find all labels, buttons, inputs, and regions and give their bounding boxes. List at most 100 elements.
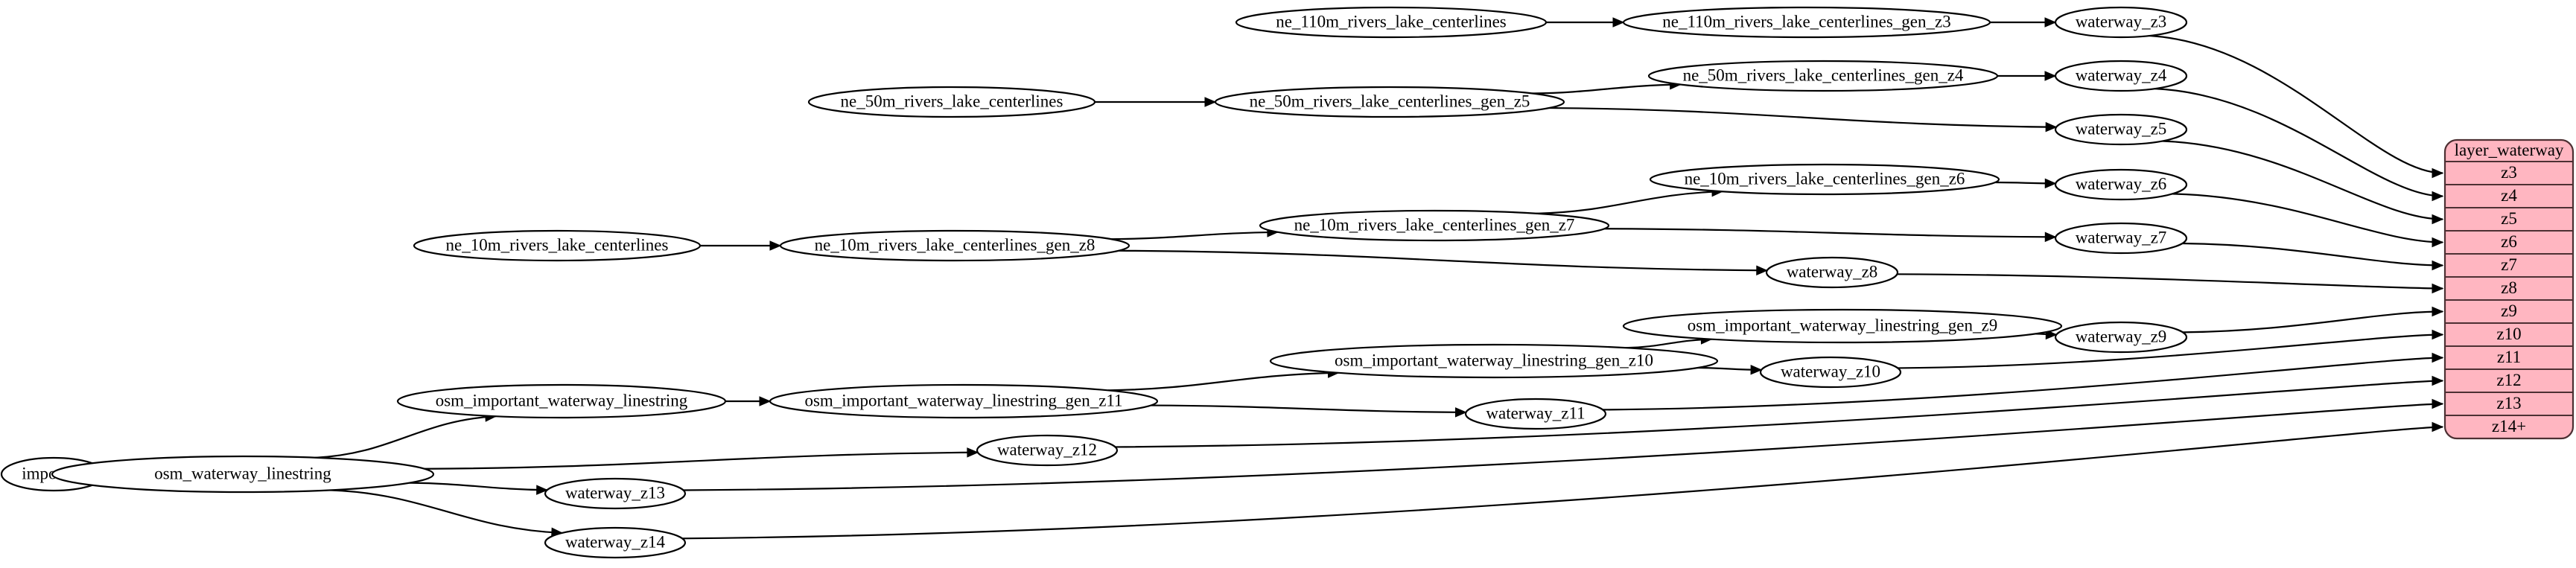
edge-arrowhead: [2432, 283, 2444, 294]
graph-node-ne_10m_rivers_lake_centerlines_gen_z6[interactable]: ne_10m_rivers_lake_centerlines_gen_z6: [1649, 163, 2000, 196]
node-shape-waterway_z6: [2054, 168, 2188, 201]
layer-waterway-row-label-z7: z7: [2501, 255, 2517, 274]
edge-osm_important_waterway_linestring_gen_z10-to-osm_important_waterway_linestring_gen_z9: [1625, 338, 1712, 349]
edge-arrowhead: [2432, 398, 2444, 409]
node-label-ne_10m_rivers_lake_centerlines_gen_z8: ne_10m_rivers_lake_centerlines_gen_z8: [815, 235, 1095, 254]
graph-node-osm_important_waterway_linestring[interactable]: osm_important_waterway_linestring: [396, 383, 727, 419]
edge-arrowhead: [2432, 214, 2444, 225]
node-shape-waterway_z5: [2054, 113, 2188, 146]
edge-osm_waterway_linestring-to-waterway_z13: [409, 482, 547, 491]
node-label-waterway_z9: waterway_z9: [2076, 327, 2167, 345]
graph-node-waterway_z5[interactable]: waterway_z5: [2054, 113, 2188, 146]
edge-arrowhead: [536, 485, 548, 495]
graph-node-waterway_z14[interactable]: waterway_z14: [544, 526, 687, 559]
graph-node-waterway_z11[interactable]: waterway_z11: [1464, 398, 1607, 430]
graph-node-waterway_z13[interactable]: waterway_z13: [544, 477, 687, 510]
layer-waterway-row-label-z4: z4: [2501, 186, 2517, 205]
graph-node-ne_10m_rivers_lake_centerlines_gen_z7[interactable]: ne_10m_rivers_lake_centerlines_gen_z7: [1259, 209, 1610, 242]
node-label-waterway_z3: waterway_z3: [2076, 12, 2167, 31]
node-shape-ne_50m_rivers_lake_centerlines: [807, 86, 1096, 118]
node-shape-waterway_z7: [2054, 222, 2188, 255]
node-label-osm_important_waterway_linestring_gen_z11: osm_important_waterway_linestring_gen_z1…: [804, 391, 1122, 409]
node-shape-waterway_z13: [544, 477, 687, 510]
node-label-ne_10m_rivers_lake_centerlines_gen_z7: ne_10m_rivers_lake_centerlines_gen_z7: [1294, 215, 1575, 234]
edge-waterway_z13-to-layer_waterway_z13: [683, 403, 2443, 491]
graph-node-osm_important_waterway_linestring_gen_z9[interactable]: osm_important_waterway_linestring_gen_z9: [1622, 308, 2063, 344]
graph-node-waterway_z12[interactable]: waterway_z12: [976, 434, 1119, 467]
edge-arrowhead: [967, 447, 979, 458]
graph-node-ne_110m_rivers_lake_centerlines_gen_z3[interactable]: ne_110m_rivers_lake_centerlines_gen_z3: [1622, 6, 1991, 39]
edge-waterway_z9-to-layer_waterway_z9: [2183, 310, 2443, 334]
node-shape-waterway_z10: [1759, 356, 1902, 389]
node-layer: imposm3osm_waterway_linestringosm_import…: [0, 6, 2188, 559]
layer-waterway-cells: layer_waterwayz3z4z5z6z7z8z9z10z11z12z13…: [2445, 140, 2573, 438]
edge-arrowhead: [2432, 260, 2444, 271]
edge-arrowhead: [1756, 265, 1769, 275]
edge-osm_waterway_linestring-to-waterway_z14: [329, 489, 562, 535]
node-label-waterway_z8: waterway_z8: [1787, 262, 1878, 281]
node-shape-ne_110m_rivers_lake_centerlines_gen_z3: [1622, 6, 1991, 39]
graph-node-waterway_z9[interactable]: waterway_z9: [2054, 321, 2188, 354]
layer-waterway-row-label-z14plus: z14+: [2492, 417, 2526, 435]
edge-ne_50m_rivers_lake_centerlines_gen_z5-to-waterway_z5: [1549, 106, 2057, 128]
layer-waterway-row-label-z6: z6: [2501, 232, 2517, 251]
node-label-waterway_z14: waterway_z14: [565, 532, 666, 551]
edge-layer: [1, 17, 2444, 540]
node-label-waterway_z6: waterway_z6: [2076, 174, 2167, 193]
edge-arrowhead: [2432, 237, 2444, 248]
layer-waterway-outline: [2443, 138, 2575, 440]
node-label-ne_50m_rivers_lake_centerlines_gen_z4: ne_50m_rivers_lake_centerlines_gen_z4: [1683, 66, 1964, 84]
graph-node-waterway_z4[interactable]: waterway_z4: [2054, 60, 2188, 92]
node-label-waterway_z5: waterway_z5: [2076, 119, 2167, 138]
edge-ne_50m_rivers_lake_centerlines_gen_z5-to-ne_50m_rivers_lake_centerlines_gen_z4: [1532, 83, 1681, 95]
layer-waterway-row-label-z13: z13: [2496, 394, 2521, 412]
graph-node-waterway_z10[interactable]: waterway_z10: [1759, 356, 1902, 389]
node-shape-waterway_z8: [1765, 256, 1899, 289]
edge-arrowhead: [2432, 421, 2444, 433]
graph-node-osm_important_waterway_linestring_gen_z10[interactable]: osm_important_waterway_linestring_gen_z1…: [1269, 343, 1719, 379]
graph-node-ne_10m_rivers_lake_centerlines_gen_z8[interactable]: ne_10m_rivers_lake_centerlines_gen_z8: [779, 229, 1130, 262]
graph-node-osm_important_waterway_linestring_gen_z11[interactable]: osm_important_waterway_linestring_gen_z1…: [769, 383, 1159, 419]
graph-node-waterway_z7[interactable]: waterway_z7: [2054, 222, 2188, 255]
graph-node-ne_50m_rivers_lake_centerlines_gen_z5[interactable]: ne_50m_rivers_lake_centerlines_gen_z5: [1214, 86, 1565, 118]
layer-waterway-row-label-z10: z10: [2496, 325, 2521, 343]
graph-node-waterway_z8[interactable]: waterway_z8: [1765, 256, 1899, 289]
graph-node-ne_50m_rivers_lake_centerlines_gen_z4[interactable]: ne_50m_rivers_lake_centerlines_gen_z4: [1647, 60, 1999, 92]
node-label-waterway_z4: waterway_z4: [2076, 66, 2167, 84]
edge-waterway_z12-to-layer_waterway_z12: [1115, 380, 2443, 448]
node-shape-osm_important_waterway_linestring_gen_z10: [1269, 343, 1719, 379]
node-label-ne_110m_rivers_lake_centerlines: ne_110m_rivers_lake_centerlines: [1276, 12, 1507, 31]
layer-waterway-row-label-z8: z8: [2501, 278, 2517, 297]
graph-node-waterway_z6[interactable]: waterway_z6: [2054, 168, 2188, 201]
node-shape-waterway_z14: [544, 526, 687, 559]
edge-waterway_z4-to-layer_waterway_z4: [2154, 87, 2443, 197]
layer-waterway-row-z5[interactable]: [2445, 207, 2573, 232]
graph-node-ne_50m_rivers_lake_centerlines[interactable]: ne_50m_rivers_lake_centerlines: [807, 86, 1096, 118]
edge-ne_10m_rivers_lake_centerlines_gen_z7-to-waterway_z7: [1604, 228, 2056, 238]
layer-waterway-row-label-z5: z5: [2501, 209, 2517, 228]
node-label-waterway_z7: waterway_z7: [2076, 228, 2167, 246]
node-shape-waterway_z12: [976, 434, 1119, 467]
edge-arrowhead: [2432, 191, 2444, 202]
edge-ne_10m_rivers_lake_centerlines_gen_z8-to-waterway_z8: [1119, 249, 1767, 272]
node-shape-ne_50m_rivers_lake_centerlines_gen_z5: [1214, 86, 1565, 118]
graph-node-ne_10m_rivers_lake_centerlines[interactable]: ne_10m_rivers_lake_centerlines: [413, 229, 702, 262]
layer-waterway-row-label-z12: z12: [2496, 371, 2521, 389]
node-shape-ne_10m_rivers_lake_centerlines_gen_z7: [1259, 209, 1610, 242]
layer-waterway-row-z7[interactable]: [2445, 253, 2573, 278]
node-label-ne_110m_rivers_lake_centerlines_gen_z3: ne_110m_rivers_lake_centerlines_gen_z3: [1662, 12, 1950, 31]
node-shape-waterway_z11: [1464, 398, 1607, 430]
edge-arrowhead: [2432, 167, 2444, 179]
edge-arrowhead: [2044, 17, 2057, 28]
edge-waterway_z14-to-layer_waterway_z14_: [682, 426, 2443, 540]
node-shape-waterway_z4: [2054, 60, 2188, 92]
graph-node-ne_110m_rivers_lake_centerlines[interactable]: ne_110m_rivers_lake_centerlines: [1235, 6, 1548, 39]
layer-waterway-row-z14plus[interactable]: [2445, 415, 2573, 438]
graph-node-osm_waterway_linestring[interactable]: osm_waterway_linestring: [51, 455, 435, 494]
graph-node-waterway_z3[interactable]: waterway_z3: [2054, 6, 2188, 39]
node-label-waterway_z11: waterway_z11: [1486, 403, 1585, 422]
node-label-waterway_z10: waterway_z10: [1781, 362, 1880, 380]
node-shape-osm_important_waterway_linestring: [396, 383, 727, 419]
edge-arrowhead: [2044, 232, 2057, 243]
